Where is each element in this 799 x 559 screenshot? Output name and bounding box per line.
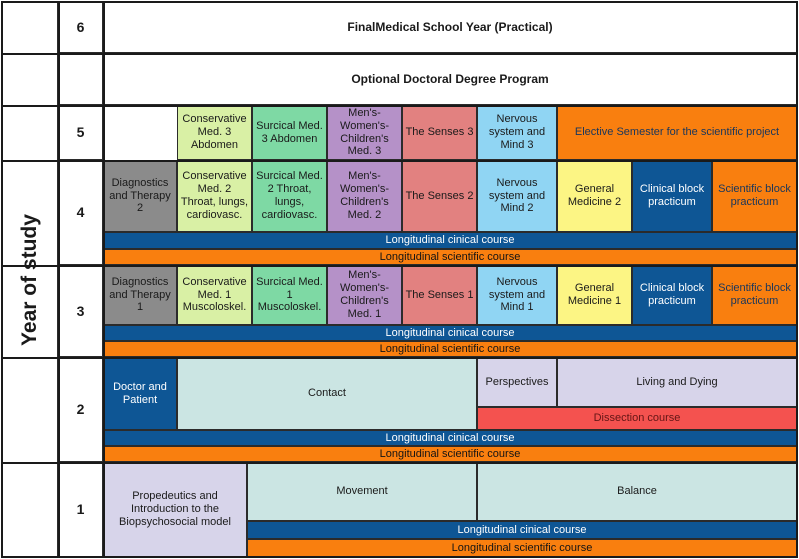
grid-line: [2, 265, 797, 267]
year-cell-2: 2: [58, 357, 103, 462]
row-optional-doctoral: Optional Doctoral Degree Program: [103, 53, 797, 105]
block-general-medicine-1: General Medicine 1: [557, 265, 632, 325]
year-cell-1: 1: [58, 462, 103, 557]
block-conservative-med-2: Conservative Med. 2 Throat, lungs, cardi…: [177, 160, 252, 232]
block-conservative-med-1: Conservative Med. 1 Muscoloskel.: [177, 265, 252, 325]
grid-line: [2, 160, 797, 162]
block-clinical-block-practicum-y4: Clinical block practicum: [632, 160, 712, 232]
grid-line: [2, 53, 797, 55]
bar-longitudinal-scientific-y2: Longitudinal scientific course: [103, 446, 797, 462]
block-mens-womens-childrens-med-2: Men's-Women's-Children's Med. 2: [327, 160, 402, 232]
bar-longitudinal-clinical-y2: Longitudinal cinical course: [103, 430, 797, 446]
block-surgical-med-2: Surcical Med. 2 Throat, lungs, cardiovas…: [252, 160, 327, 232]
block-general-medicine-2: General Medicine 2: [557, 160, 632, 232]
block-diagnostics-therapy-2: Diagnostics and Therapy 2: [103, 160, 177, 232]
block-the-senses-1: The Senses 1: [402, 265, 477, 325]
bar-longitudinal-clinical-y1: Longitudinal cinical course: [247, 521, 797, 539]
block-conservative-med-3: Conservative Med. 3 Abdomen: [177, 105, 252, 160]
block-diagnostics-therapy-1: Diagnostics and Therapy 1: [103, 265, 177, 325]
block-nervous-system-mind-3: Nervous system and Mind 3: [477, 105, 557, 160]
grid-line: [2, 357, 797, 359]
grid-line: [58, 2, 60, 557]
grid-line: [2, 105, 797, 107]
block-surgical-med-1: Surcical Med. 1 Muscoloskel.: [252, 265, 327, 325]
block-contact: Contact: [177, 357, 477, 430]
bar-longitudinal-scientific-y4: Longitudinal scientific course: [103, 249, 797, 265]
block-perspectives: Perspectives: [477, 357, 557, 407]
block-dissection-course: Dissection course: [477, 407, 797, 430]
block-nervous-system-mind-2: Nervous system and Mind 2: [477, 160, 557, 232]
block-the-senses-2: The Senses 2: [402, 160, 477, 232]
block-clinical-block-practicum-y3: Clinical block practicum: [632, 265, 712, 325]
block-nervous-system-mind-1: Nervous system and Mind 1: [477, 265, 557, 325]
grid-line: [2, 462, 797, 464]
block-living-and-dying: Living and Dying: [557, 357, 797, 407]
bar-longitudinal-clinical-y3: Longitudinal cinical course: [103, 325, 797, 341]
block-surgical-med-3: Surcical Med. 3 Abdomen: [252, 105, 327, 160]
block-movement: Movement: [247, 462, 477, 521]
block-elective-semester: Elective Semester for the scientific pro…: [557, 105, 797, 160]
block-doctor-and-patient: Doctor and Patient: [103, 357, 177, 430]
bar-longitudinal-clinical-y4: Longitudinal cinical course: [103, 232, 797, 249]
block-scientific-block-practicum-y4: Scientific block practicum: [712, 160, 797, 232]
block-mens-womens-childrens-med-3: Men's-Women's-Children's Med. 3: [327, 105, 402, 160]
grid-line: [103, 2, 105, 557]
block-mens-womens-childrens-med-1: Men's-Women's-Children's Med. 1: [327, 265, 402, 325]
bar-longitudinal-scientific-y3: Longitudinal scientific course: [103, 341, 797, 357]
